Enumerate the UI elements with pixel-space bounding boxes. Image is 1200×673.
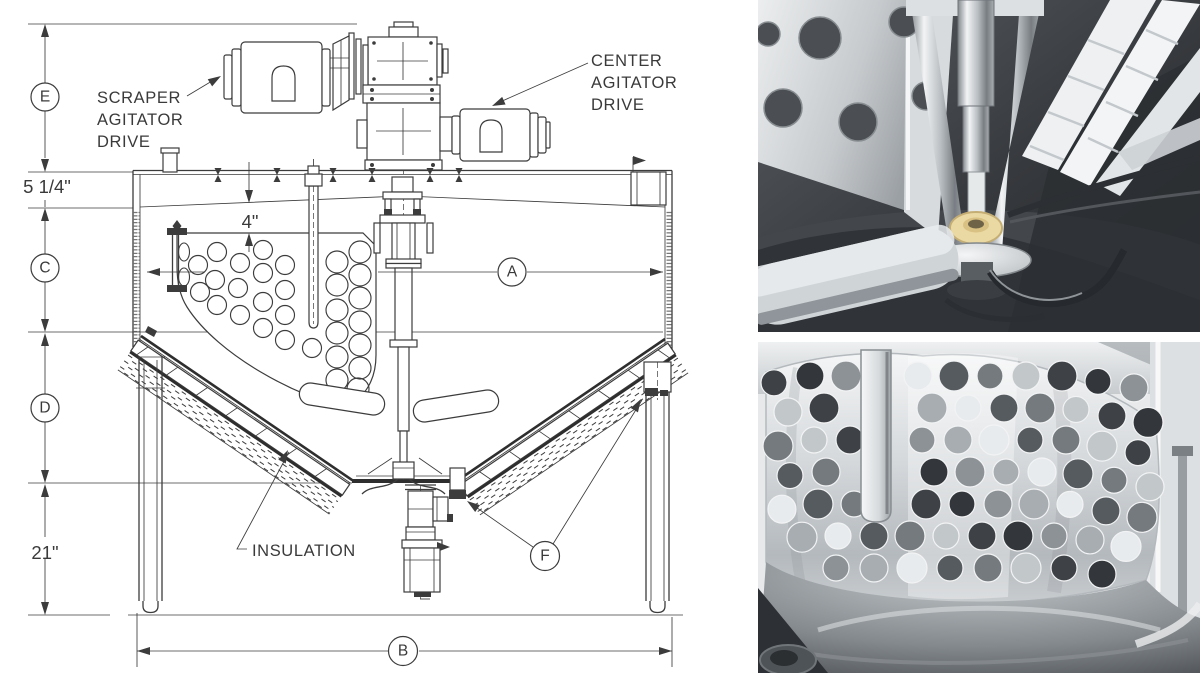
label-scraper-line3: DRIVE [97, 133, 150, 151]
gear-drive [332, 21, 453, 171]
balloon-C [30, 253, 60, 283]
dim-rim-height: 5 1/4" [23, 176, 71, 197]
balloon-D-letter: D [39, 400, 50, 417]
tank-body [117, 169, 689, 516]
balloon-F-letter: F [540, 548, 549, 565]
label-center-drive: CENTER AGITATOR DRIVE [492, 52, 677, 114]
basket-handle-bar [860, 349, 892, 523]
dim-basket-drop: 4" [242, 162, 259, 252]
center-agitator-shaft [298, 168, 500, 495]
bottom-outlet-valve [401, 467, 466, 600]
support-legs [136, 356, 672, 614]
lid-clamp-bolts [214, 168, 463, 182]
balloon-F: F [467, 399, 643, 572]
balloon-D [30, 393, 60, 423]
bushing-ring [949, 211, 1003, 245]
basket [760, 349, 1165, 607]
wall-rod [1178, 450, 1187, 630]
assembly-drawing: E C D 5 1/4" 21" [23, 21, 689, 667]
label-insulation-text: INSULATION [252, 542, 356, 560]
thermowell [304, 159, 323, 329]
agitator-shaft [957, 0, 995, 221]
kettle-bottom [758, 562, 1200, 673]
scraper-agitator-motor [223, 41, 349, 114]
photo-perforated-basket [758, 342, 1200, 673]
photo-agitator-closeup [758, 0, 1200, 332]
label-center-line1: CENTER [591, 52, 662, 70]
cone-left-jacket [117, 334, 354, 515]
label-scraper-line2: AGITATOR [97, 111, 183, 129]
label-scraper-drive: SCRAPER AGITATOR DRIVE [97, 76, 221, 151]
label-center-line2: AGITATOR [591, 74, 677, 92]
dim-A: A [147, 257, 663, 287]
yoke-left-arm [910, 0, 966, 252]
label-insulation: INSULATION [236, 450, 356, 560]
yoke-right-arm [988, 0, 1042, 252]
lid-fittings [160, 147, 667, 206]
balloon-B-letter: B [398, 643, 408, 660]
cone-right-jacket [456, 337, 689, 516]
dimension-chain: E C D 5 1/4" 21" [23, 24, 71, 615]
label-scraper-line1: SCRAPER [97, 89, 181, 107]
center-agitator-motor [451, 108, 551, 162]
balloon-C-letter: C [39, 260, 50, 277]
paddle-blade [758, 224, 959, 325]
balloon-E-letter: E [40, 89, 50, 106]
perforated-basket [167, 220, 377, 408]
dim-B: B [137, 635, 672, 667]
basket-holes [177, 239, 372, 401]
balloon-A-letter: A [507, 264, 518, 281]
dim-leg-height: 21" [31, 542, 58, 563]
scraper-blade-strips [1022, 0, 1200, 196]
balloon-E [30, 82, 60, 112]
dim-basket-drop-text: 4" [242, 211, 259, 232]
label-center-line3: DRIVE [591, 96, 644, 114]
